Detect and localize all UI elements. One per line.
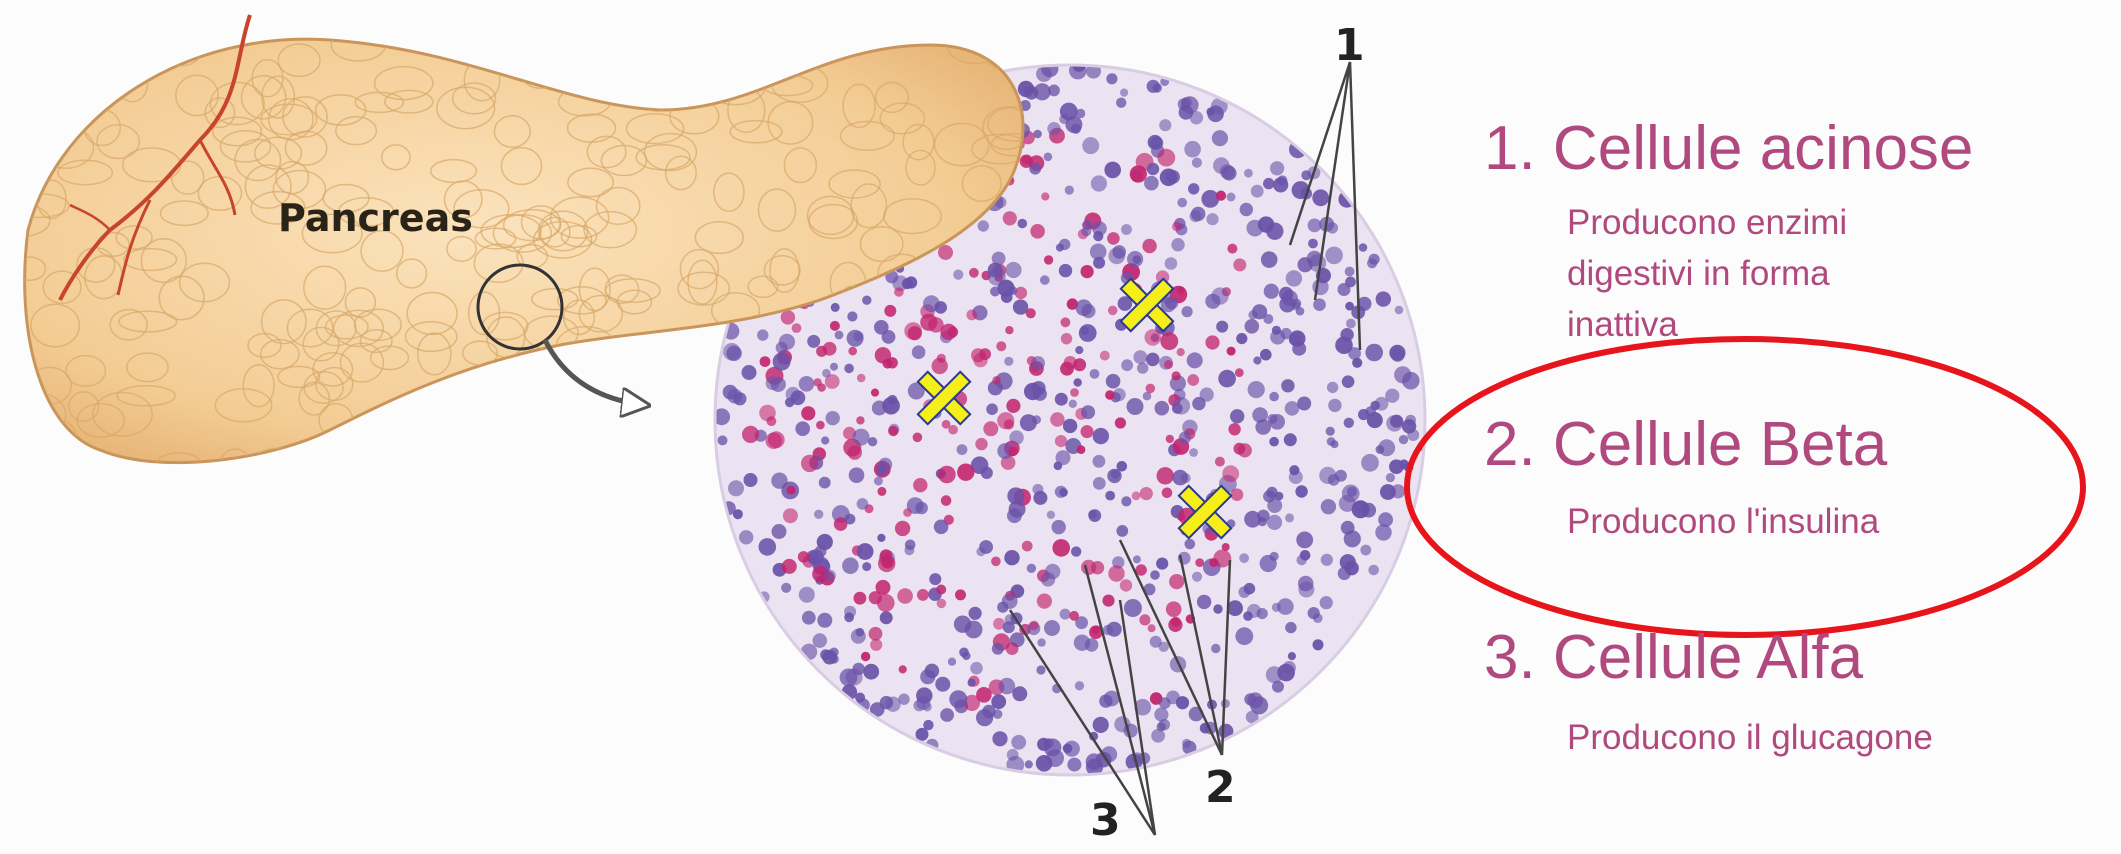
legend-title-alpha-cells: 3. Cellule Alfa bbox=[1484, 627, 1863, 689]
legend-title-beta-cells: 2. Cellule Beta bbox=[1484, 414, 1887, 476]
highlight-ellipse bbox=[1407, 339, 2083, 635]
callout-number-2: 2 bbox=[1205, 762, 1236, 813]
legend-desc-alpha-cells: Producono il glucagone bbox=[1567, 713, 1933, 764]
legend-desc-beta-cells: Producono l'insulina bbox=[1567, 497, 1879, 548]
zoom-arrow bbox=[545, 340, 645, 405]
callout-number-3: 3 bbox=[1090, 795, 1121, 846]
organ-label: Pancreas bbox=[278, 196, 473, 240]
legend-title-acinar-cells: 1. Cellule acinose bbox=[1484, 118, 1973, 180]
legend-desc-acinar-cells: Producono enzimi digestivi in forma inat… bbox=[1567, 198, 1847, 350]
callout-number-1: 1 bbox=[1334, 20, 1365, 71]
